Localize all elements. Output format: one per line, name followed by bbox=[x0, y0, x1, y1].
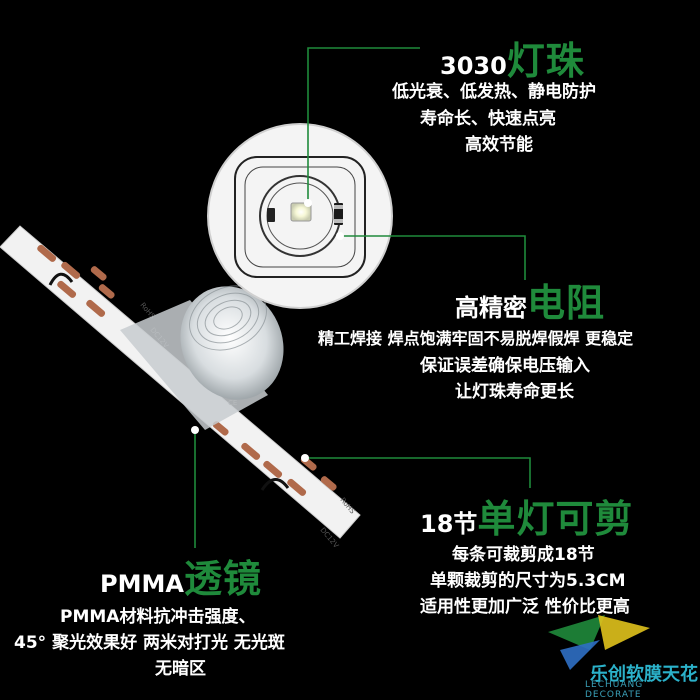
cut-heading: 18节单灯可剪 bbox=[420, 488, 633, 543]
lens-line-1: PMMA材料抗冲击强度、 bbox=[60, 607, 256, 627]
cut-heading-highlight: 单灯可剪 bbox=[477, 497, 634, 541]
watermark-name: 乐创软膜天花 bbox=[590, 664, 698, 685]
callout-lines bbox=[194, 47, 531, 548]
cut-line-2: 单颗裁剪的尺寸为5.3CM bbox=[430, 571, 626, 591]
lens-heading: PMMA透镜 bbox=[100, 548, 262, 603]
lens-line-2: 45° 聚光效果好 两米对打光 无光斑 bbox=[14, 633, 285, 653]
led-line-1: 低光衰、低发热、静电防护 bbox=[392, 82, 596, 102]
led-line-2: 寿命长、快速点亮 bbox=[420, 109, 556, 129]
led-heading: 3030灯珠 bbox=[440, 30, 585, 85]
lens-heading-prefix: PMMA bbox=[100, 570, 184, 598]
watermark-logo-icon bbox=[548, 615, 650, 670]
cut-line-3: 适用性更加广泛 性价比更高 bbox=[420, 597, 630, 617]
callout-dots bbox=[191, 199, 344, 462]
led-heading-prefix: 3030 bbox=[440, 52, 507, 80]
pmma-lens bbox=[120, 285, 284, 430]
lens-line-3: 无暗区 bbox=[155, 659, 206, 679]
cut-line-1: 每条可裁剪成18节 bbox=[452, 545, 595, 565]
led-closeup bbox=[207, 123, 393, 309]
led-line-3: 高效节能 bbox=[465, 135, 533, 155]
resistor-line-2: 保证误差确保电压输入 bbox=[420, 356, 590, 376]
resistor-heading: 高精密电阻 bbox=[455, 272, 605, 327]
lens-heading-highlight: 透镜 bbox=[183, 557, 262, 601]
watermark-sub: LECHUANG DECORATE bbox=[585, 680, 644, 700]
cut-heading-prefix: 18节 bbox=[420, 510, 478, 538]
resistor-line-1: 精工焊接 焊点饱满牢固不易脱焊假焊 更稳定 bbox=[318, 329, 634, 348]
resistor-heading-prefix: 高精密 bbox=[455, 294, 527, 322]
resistor-line-3: 让灯珠寿命更长 bbox=[455, 382, 574, 402]
led-heading-highlight: 灯珠 bbox=[506, 39, 585, 83]
resistor-heading-highlight: 电阻 bbox=[527, 281, 606, 325]
